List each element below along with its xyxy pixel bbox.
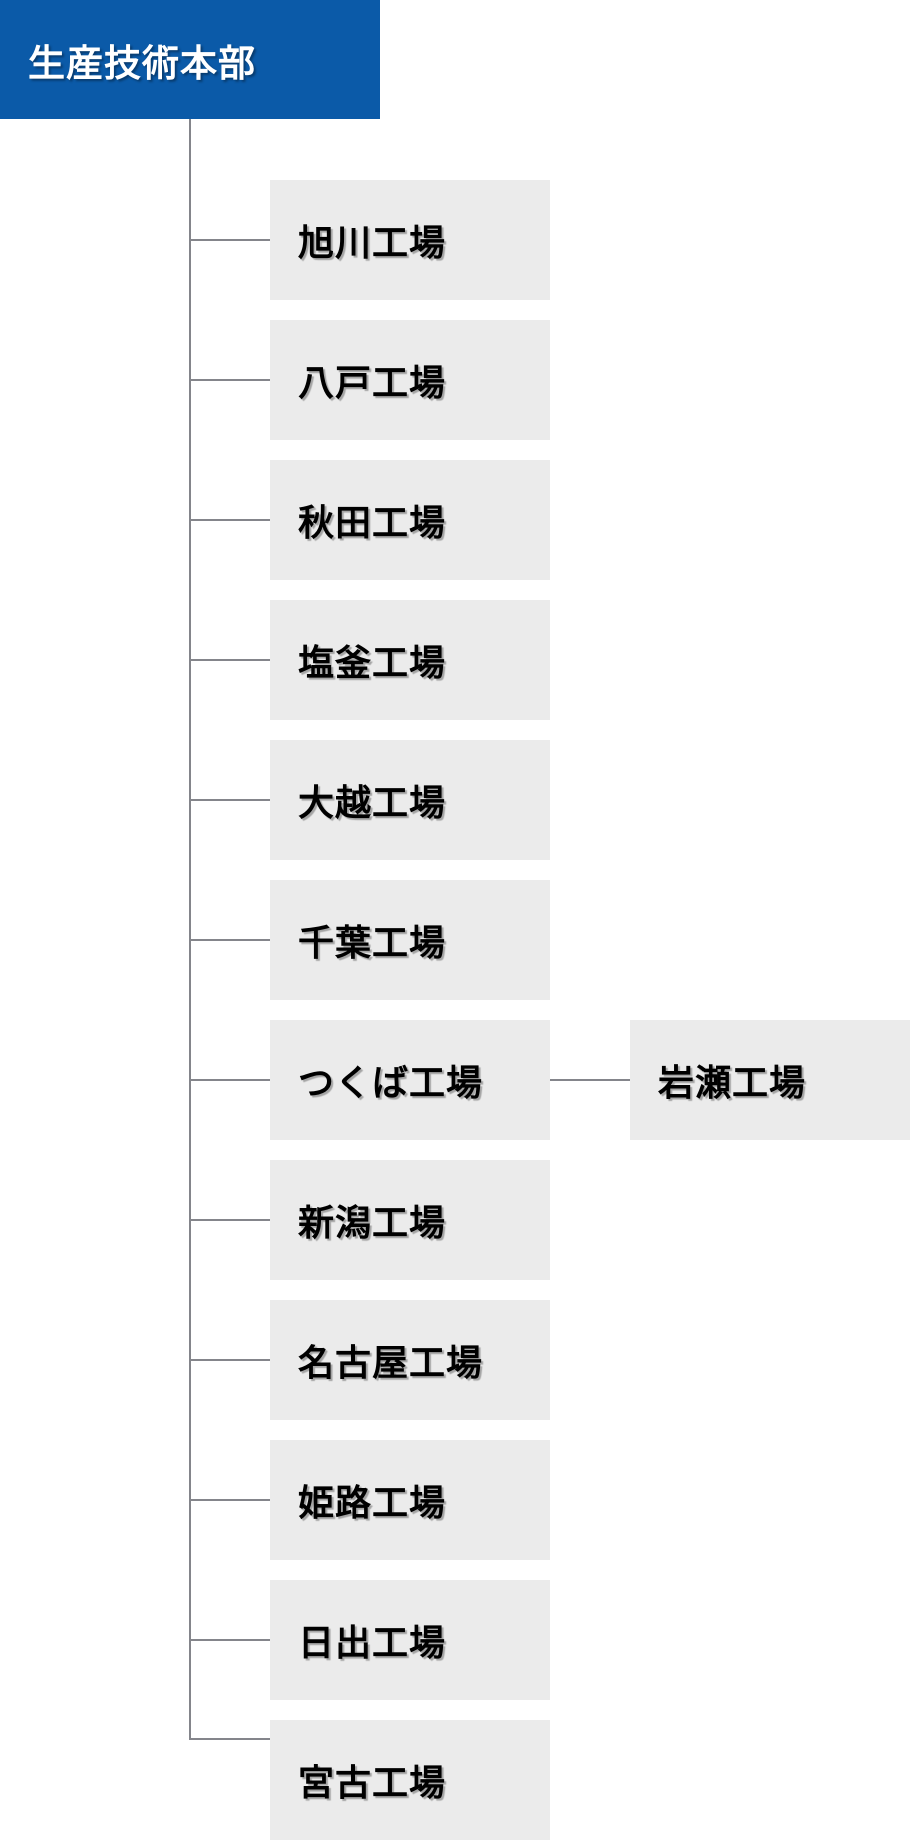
factory-node-label: 秋田工場 xyxy=(298,502,447,543)
factory-node: 塩釜工場 xyxy=(270,600,550,720)
factory-node-label: つくば工場 xyxy=(298,1062,484,1103)
connector-line xyxy=(189,1359,270,1361)
root-node: 生産技術本部 xyxy=(0,0,380,119)
connector-line xyxy=(189,239,270,241)
factory-node: つくば工場 xyxy=(270,1020,550,1140)
factory-node-label: 日出工場 xyxy=(298,1622,447,1663)
factory-node-label: 大越工場 xyxy=(298,782,447,823)
factory-node: 宮古工場 xyxy=(270,1720,550,1840)
connector-line xyxy=(550,1079,630,1081)
factory-node: 八戸工場 xyxy=(270,320,550,440)
factory-node: 千葉工場 xyxy=(270,880,550,1000)
connector-line xyxy=(189,1219,270,1221)
connector-line xyxy=(189,379,270,381)
factory-node-label: 宮古工場 xyxy=(298,1762,447,1803)
sub-factory-node-label: 岩瀬工場 xyxy=(658,1062,807,1103)
factory-node-label: 塩釜工場 xyxy=(298,642,447,683)
factory-node: 姫路工場 xyxy=(270,1440,550,1560)
factory-node-label: 名古屋工場 xyxy=(298,1342,484,1383)
factory-node-label: 旭川工場 xyxy=(298,222,447,263)
factory-node: 秋田工場 xyxy=(270,460,550,580)
factory-node-label: 八戸工場 xyxy=(298,362,447,403)
factory-node-label: 新潟工場 xyxy=(298,1202,447,1243)
trunk-connector-line xyxy=(189,119,191,1740)
factory-node-label: 千葉工場 xyxy=(298,922,447,963)
connector-line xyxy=(189,799,270,801)
factory-node-label: 姫路工場 xyxy=(298,1482,447,1523)
factory-node: 日出工場 xyxy=(270,1580,550,1700)
factory-node: 大越工場 xyxy=(270,740,550,860)
connector-line xyxy=(189,939,270,941)
connector-line xyxy=(189,1639,270,1641)
connector-line xyxy=(189,519,270,521)
factory-node: 旭川工場 xyxy=(270,180,550,300)
factory-node: 新潟工場 xyxy=(270,1160,550,1280)
connector-line xyxy=(189,1079,270,1081)
factory-node: 名古屋工場 xyxy=(270,1300,550,1420)
connector-line xyxy=(189,1738,270,1740)
sub-factory-node: 岩瀬工場 xyxy=(630,1020,910,1140)
connector-line xyxy=(189,659,270,661)
connector-line xyxy=(189,1499,270,1501)
root-node-label: 生産技術本部 xyxy=(28,42,256,84)
